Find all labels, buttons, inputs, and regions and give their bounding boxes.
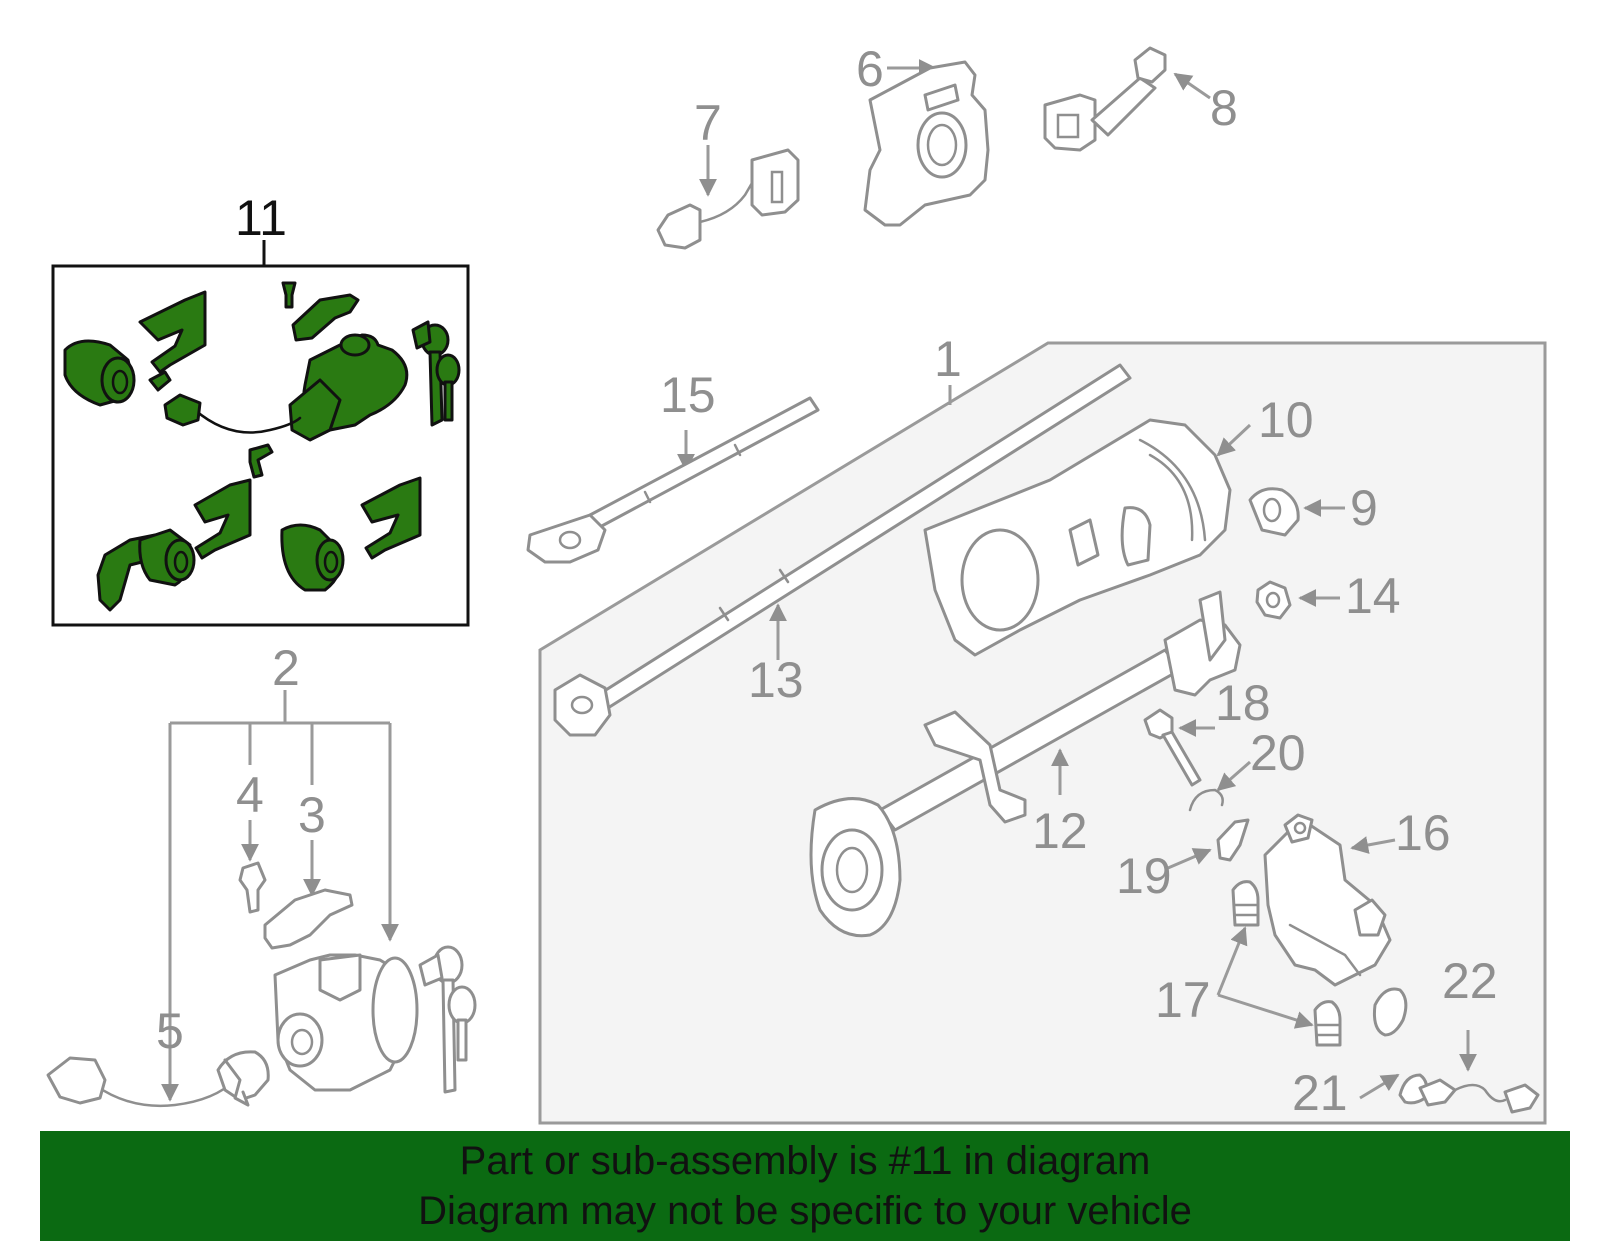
lock-cylinder-set-graphic xyxy=(63,281,461,612)
callout-13: 13 xyxy=(748,652,804,708)
column-cover-10-graphic xyxy=(923,418,1252,657)
callout-1: 1 xyxy=(934,331,962,387)
callout-18: 18 xyxy=(1215,675,1271,731)
steering-shaft-13-graphic xyxy=(553,363,1132,737)
callout-11: 11 xyxy=(235,190,287,246)
callout-6: 6 xyxy=(856,41,884,97)
callout-16: 16 xyxy=(1395,805,1451,861)
footer-line-2: Diagram may not be specific to your vehi… xyxy=(418,1189,1192,1233)
ignition-lock-set-graphic xyxy=(46,820,477,1108)
callout-8: 8 xyxy=(1210,80,1238,136)
callout-19: 19 xyxy=(1116,848,1172,904)
callout-4: 4 xyxy=(236,767,264,823)
callout-2-bracket xyxy=(168,690,399,1070)
callout-15: 15 xyxy=(660,367,716,423)
small-parts-9-14-graphic xyxy=(1248,487,1345,620)
callout-21: 21 xyxy=(1292,1065,1348,1121)
callout-17: 17 xyxy=(1155,972,1211,1028)
callout-20: 20 xyxy=(1250,725,1306,781)
callout-5: 5 xyxy=(156,1003,184,1059)
parts-21-22-graphic xyxy=(1359,987,1540,1114)
bolt-ring-18-19-20-graphic xyxy=(1143,708,1251,870)
switch-parts-top-graphic xyxy=(656,46,1211,250)
footer-banner: Part or sub-assembly is #11 in diagram D… xyxy=(40,1131,1570,1241)
lock-housing-16-graphic xyxy=(1263,813,1396,987)
callout-2: 2 xyxy=(272,640,300,696)
pins-17-graphic xyxy=(1216,880,1342,1047)
callout-14: 14 xyxy=(1345,568,1401,624)
footer-line-1: Part or sub-assembly is #11 in diagram xyxy=(459,1139,1151,1183)
callout-9: 9 xyxy=(1350,480,1378,536)
intermediate-shaft-15-graphic xyxy=(526,396,820,564)
callout-22: 22 xyxy=(1442,953,1498,1009)
callout-3: 3 xyxy=(298,787,326,843)
callout-12: 12 xyxy=(1032,803,1088,859)
callout-7: 7 xyxy=(694,95,722,151)
column-jacket-12-graphic xyxy=(809,590,1242,938)
callout-10: 10 xyxy=(1258,392,1314,448)
